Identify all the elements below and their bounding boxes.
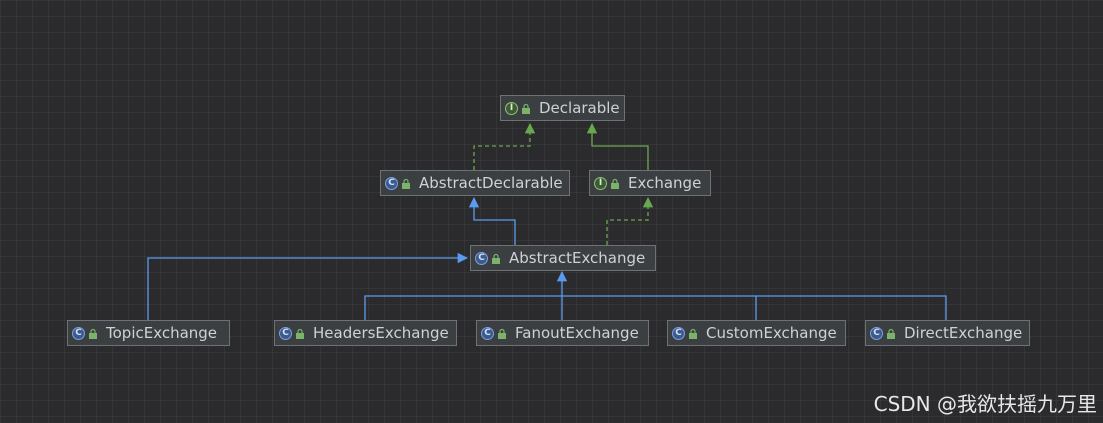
edge-abstractexchange-abstractdeclarable (468, 196, 516, 245)
node-abstract-declarable[interactable]: C AbstractDeclarable (380, 170, 570, 196)
edge-abstractexchange-exchange (606, 196, 654, 245)
edge-topicexchange-abstractexchange (147, 252, 469, 320)
node-label: HeadersExchange (313, 324, 449, 342)
lock-icon (296, 328, 304, 339)
node-label: CustomExchange (706, 324, 837, 342)
node-label: FanoutExchange (515, 324, 639, 342)
node-direct-exchange[interactable]: C DirectExchange (865, 320, 1030, 346)
lock-icon (689, 328, 697, 339)
node-label: Declarable (539, 99, 620, 117)
class-icon: C (475, 251, 488, 265)
edge-abstractdeclarable-declarable (473, 122, 536, 170)
node-fanout-exchange[interactable]: C FanoutExchange (476, 320, 649, 346)
class-icon: C (72, 326, 85, 340)
edge-exchange-declarable (586, 122, 649, 170)
node-label: AbstractExchange (509, 249, 646, 267)
edge-headersexchange-abstractexchange (364, 295, 562, 320)
node-label: Exchange (628, 174, 702, 192)
node-label: TopicExchange (106, 324, 218, 342)
node-declarable[interactable]: I Declarable (500, 95, 625, 121)
lock-icon (522, 103, 530, 114)
lock-icon (887, 328, 895, 339)
interface-icon: I (505, 101, 518, 115)
node-abstract-exchange[interactable]: C AbstractExchange (470, 245, 656, 271)
node-headers-exchange[interactable]: C HeadersExchange (274, 320, 457, 346)
lock-icon (89, 328, 97, 339)
node-custom-exchange[interactable]: C CustomExchange (667, 320, 846, 346)
class-icon: C (672, 326, 685, 340)
class-icon: C (279, 326, 292, 340)
node-exchange[interactable]: I Exchange (589, 170, 711, 196)
node-label: AbstractDeclarable (419, 174, 563, 192)
class-icon: C (481, 326, 494, 340)
node-label: DirectExchange (904, 324, 1023, 342)
lock-icon (498, 328, 506, 339)
watermark: CSDN @我欲扶摇九万里 (873, 392, 1097, 416)
node-topic-exchange[interactable]: C TopicExchange (67, 320, 230, 346)
edge-directexchange-abstractexchange (562, 295, 947, 320)
class-icon: C (870, 326, 883, 340)
interface-icon: I (594, 176, 607, 190)
lock-icon (402, 178, 410, 189)
lock-icon (492, 253, 500, 264)
class-icon: C (385, 176, 398, 190)
lock-icon (611, 178, 619, 189)
